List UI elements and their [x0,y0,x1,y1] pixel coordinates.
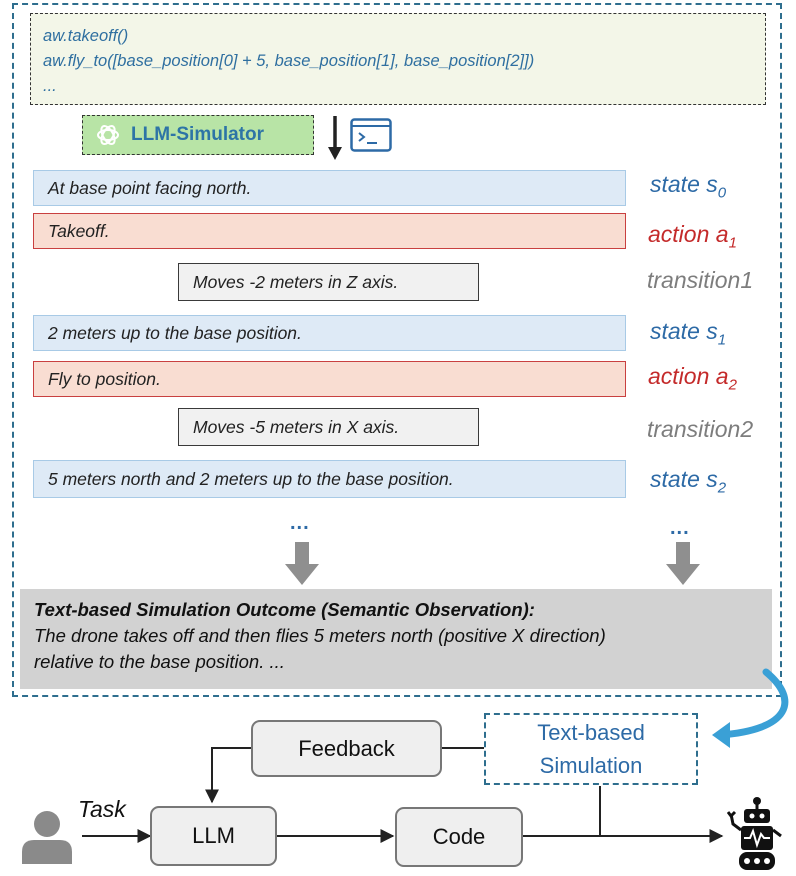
state-text: 5 meters north and 2 meters up to the ba… [48,468,454,489]
action-label-2: action a2 [648,363,737,394]
state-label-1: state s1 [650,318,727,349]
simulation-frame [12,3,782,697]
state-row-1: 2 meters up to the base position. [33,315,626,351]
action-text: Fly to position. [48,368,161,389]
curved-arrow [716,668,789,739]
curved-arrow-head [712,722,730,748]
action-row-2: Fly to position. [33,361,626,397]
transition-text: Moves -5 meters in X axis. [193,416,400,437]
transition-label-2: transition2 [647,416,754,442]
simulation-label-line: Simulation [539,753,643,778]
down-arrow-icon [328,116,342,160]
code-label: Code [432,824,486,849]
state-row-0: At base point facing north. [33,170,626,206]
state-label-2: state s2 [650,466,727,497]
state-label-0: state s0 [650,171,727,202]
transition-text: Moves -2 meters in Z axis. [193,271,399,292]
user-icon [22,811,72,864]
terminal-icon [350,118,392,152]
robot-icon [727,797,782,870]
state-row-2: 5 meters north and 2 meters up to the ba… [33,460,626,498]
code-box: Code [395,807,523,867]
simulation-label-line: Text-based [537,720,645,745]
down-arrow-icon [666,542,700,585]
llm-simulator-label: LLM-Simulator [131,124,264,145]
llm-label: LLM [192,823,235,848]
outcome-line: relative to the base position. ... [34,651,285,672]
action-row-1: Takeoff. [33,213,626,249]
transition-row-1: Moves -2 meters in Z axis. [178,263,479,301]
feedback-box: Feedback [251,720,442,777]
llm-box: LLM [150,806,277,866]
outcome-line: The drone takes off and then flies 5 met… [34,625,606,646]
outcome-title: Text-based Simulation Outcome (Semantic … [34,599,535,620]
text-based-simulation-box: Text-based Simulation [484,713,698,785]
state-text: 2 meters up to the base position. [48,322,302,343]
code-line: aw.takeoff() [43,27,129,45]
feedback-to-llm-arrow [205,747,253,804]
openai-logo-icon [97,124,119,146]
ellipsis-right: ... [670,517,690,539]
ellipsis-left: ... [290,512,310,534]
down-arrow-icon [285,542,319,585]
feedback-label: Feedback [298,735,395,761]
code-line: ... [43,77,57,95]
task-label: Task [78,796,126,822]
action-text: Takeoff. [48,220,110,241]
state-text: At base point facing north. [48,177,252,198]
code-snippet-box: aw.takeoff() aw.fly_to([base_position[0]… [30,13,766,105]
transition-label-1: transition1 [647,267,754,293]
transition-row-2: Moves -5 meters in X axis. [178,408,479,446]
code-line: aw.fly_to([base_position[0] + 5, base_po… [43,52,535,70]
action-label-1: action a1 [648,221,737,252]
simulation-outcome-box: Text-based Simulation Outcome (Semantic … [20,589,772,689]
llm-simulator-box: LLM-Simulator [82,115,314,155]
